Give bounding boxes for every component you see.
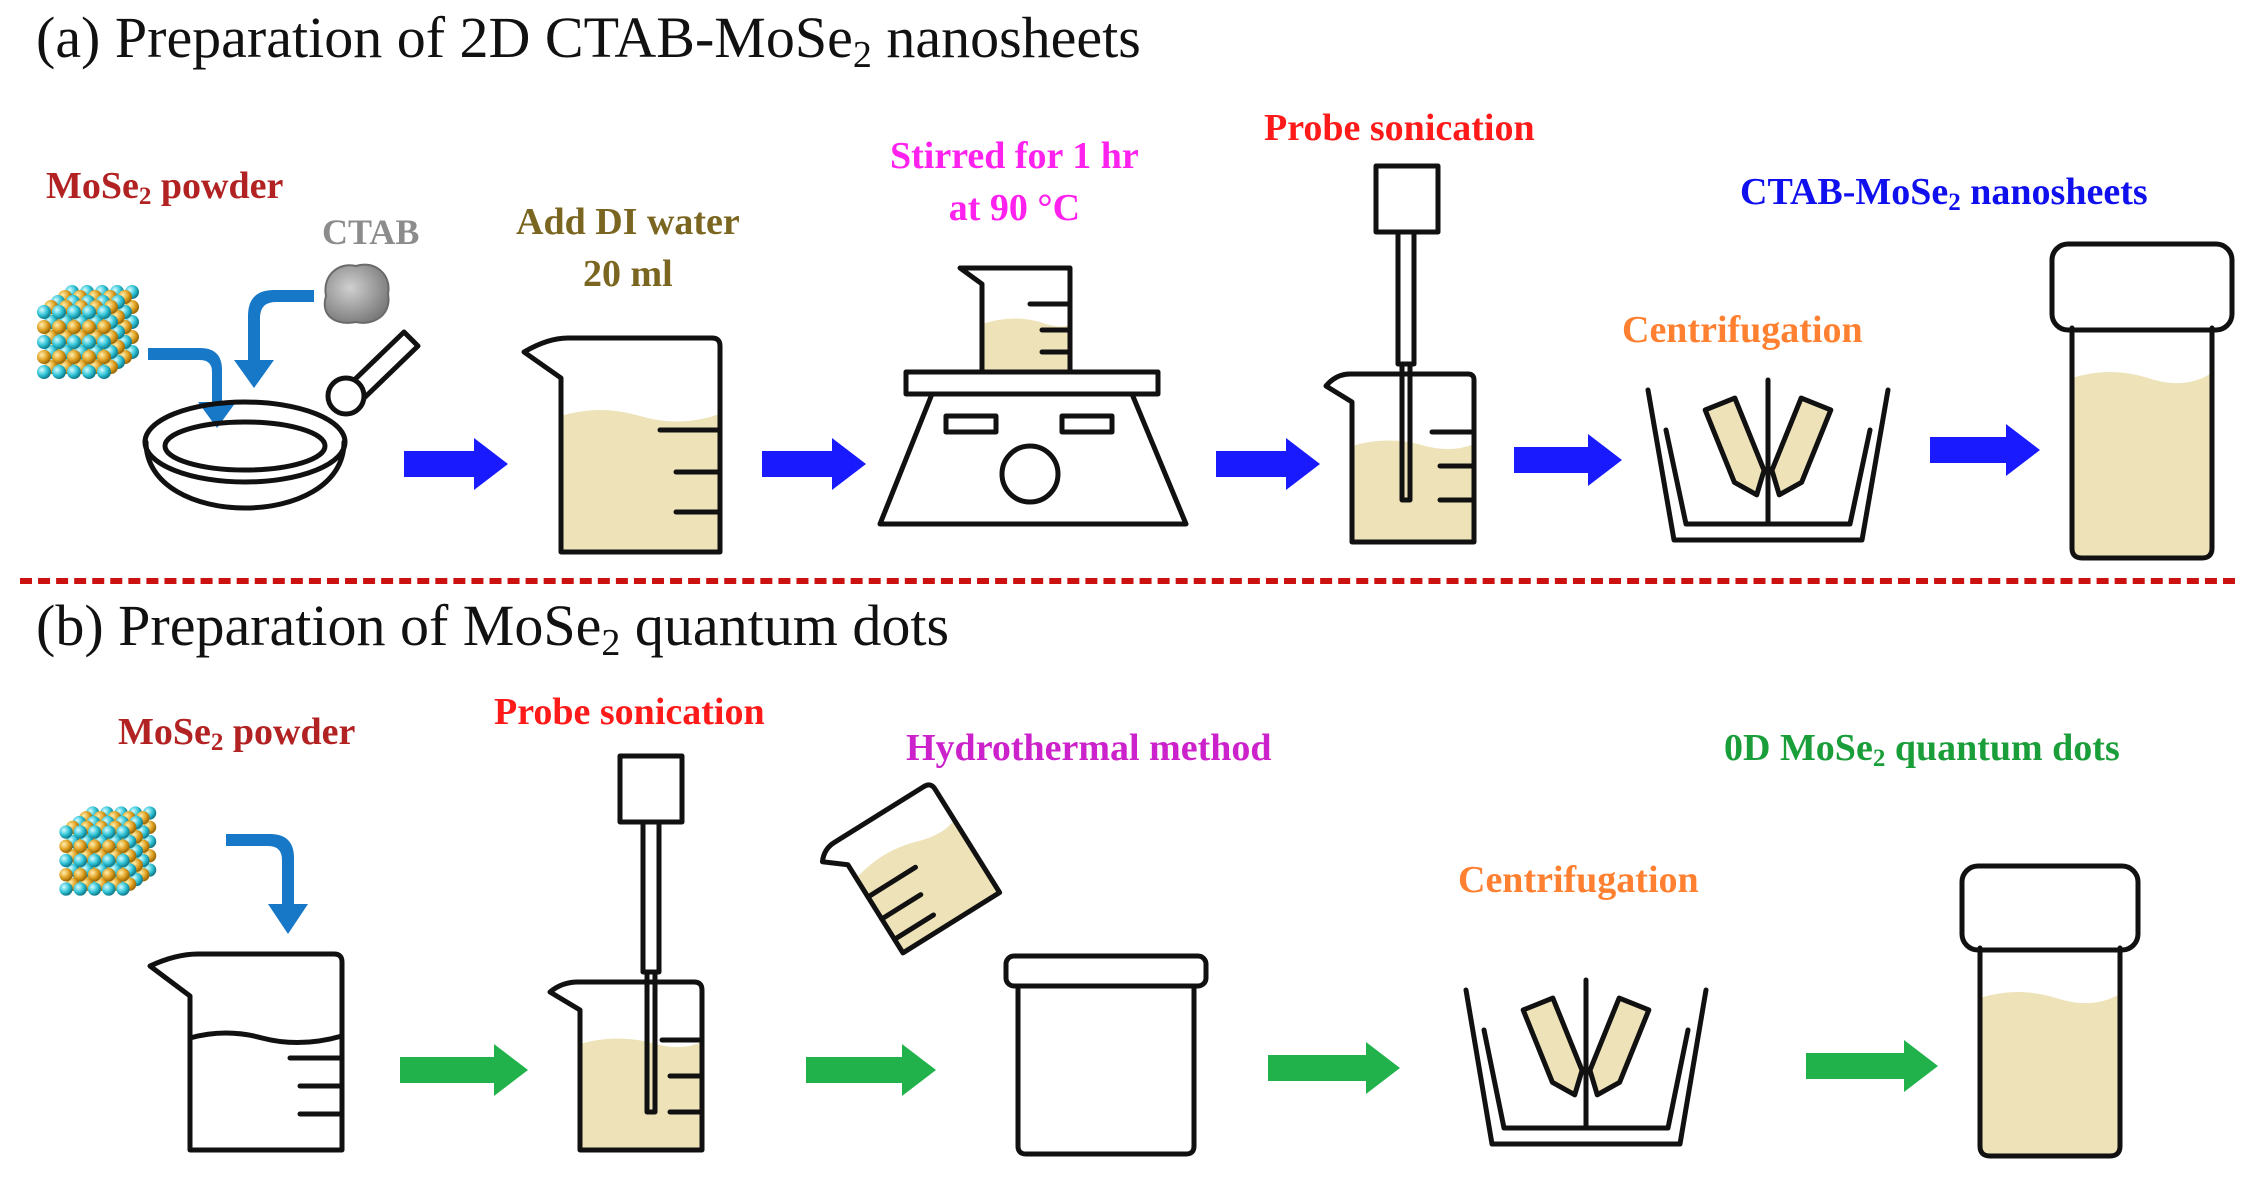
label-b-mose2-powder: MoSe2 powder [118,711,356,756]
hotplate-stirrer-icon [877,265,1189,527]
autoclave-vessel-icon [1003,953,1209,1157]
probe-sonicator-b-icon [547,753,705,1153]
ctab-lump-icon [323,263,390,324]
flow-arrow-b-4-icon [1806,1040,1938,1092]
label-b-probe-sonication: Probe sonication [494,691,765,733]
label-b-hydrothermal: Hydrothermal method [906,727,1272,769]
flow-arrow-a-3-icon [1216,438,1320,490]
flow-arrow-a-1-icon [404,438,508,490]
pour-arrow-b-icon [226,834,308,934]
beaker-water-a-icon [521,335,723,555]
centrifuge-a-icon [1645,377,1891,543]
label-a-centrifugation: Centrifugation [1622,309,1863,351]
crystal-powder-b-icon [59,806,157,896]
label-a-ctab: CTAB [322,212,420,252]
pouring-beaker-icon [819,782,1003,956]
flow-arrow-a-4-icon [1514,434,1622,486]
label-b-product: 0D MoSe2 quantum dots [1724,727,2120,772]
mortar-pestle-icon [142,329,421,511]
pour-arrow-powder-icon [148,348,236,428]
label-a-product: CTAB-MoSe2 nanosheets [1740,171,2148,216]
crystal-powder-a-icon [37,285,139,379]
flow-arrow-b-1-icon [400,1044,528,1096]
probe-sonicator-a-icon [1323,163,1477,545]
section-divider [20,578,2235,584]
flow-arrow-a-2-icon [762,438,866,490]
panel-b-heading: (b) Preparation of MoSe2 quantum dots [36,593,950,664]
flow-arrow-b-3-icon [1268,1042,1400,1094]
flow-arrow-b-2-icon [806,1044,936,1096]
product-vial-b-icon [1959,863,2141,1159]
label-b-centrifugation: Centrifugation [1458,859,1699,901]
centrifuge-b-icon [1463,977,1709,1147]
label-a-probe-sonication: Probe sonication [1264,107,1535,149]
pour-arrow-ctab-icon [234,290,314,388]
panel-a-heading: (a) Preparation of 2D CTAB-MoSe2 nanoshe… [36,5,1141,76]
flow-arrow-a-5-icon [1930,424,2040,476]
beaker-water-b-icon [147,951,345,1153]
label-a-mose2-powder: MoSe2 powder [46,165,284,210]
product-vial-a-icon [2049,241,2235,561]
